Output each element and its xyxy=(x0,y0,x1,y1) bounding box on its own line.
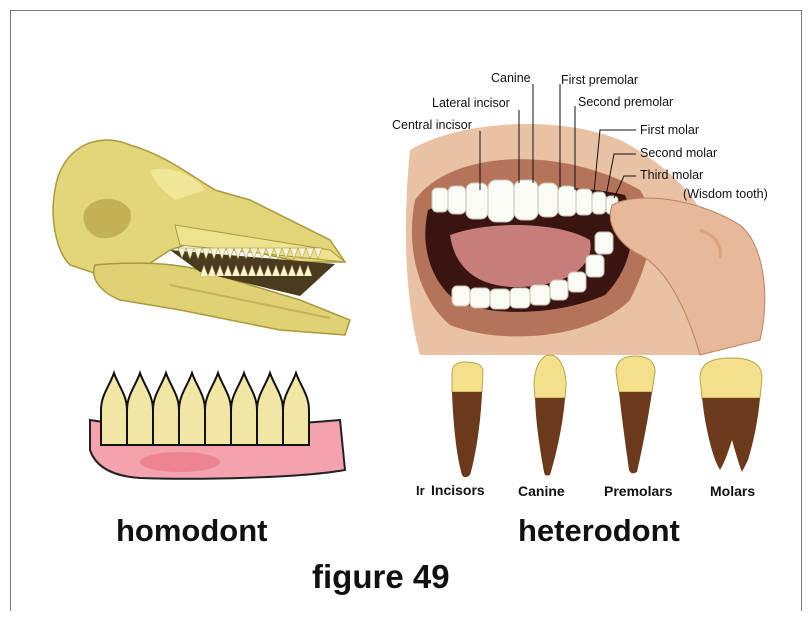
label-lateral-incisor: Lateral incisor xyxy=(432,97,510,110)
homodont-tooth-diagram xyxy=(90,373,345,479)
label-canine-type: Canine xyxy=(518,483,565,499)
caption-heterodont: heterodont xyxy=(518,513,680,549)
figure-caption: figure 49 xyxy=(312,558,450,596)
label-canine: Canine xyxy=(491,72,531,85)
label-incisors: Incisors xyxy=(431,482,485,498)
label-second-premolar: Second premolar xyxy=(578,96,673,109)
label-premolars: Premolars xyxy=(604,483,672,499)
label-second-molar: Second molar xyxy=(640,147,717,160)
caption-homodont: homodont xyxy=(116,513,268,549)
label-third-molar: Third molar xyxy=(640,169,703,182)
label-first-premolar: First premolar xyxy=(561,74,638,87)
canine-tooth-image xyxy=(534,355,566,476)
dolphin-skull-image xyxy=(53,140,350,335)
label-molars: Molars xyxy=(710,483,755,499)
molar-tooth-image xyxy=(700,358,762,472)
label-first-molar: First molar xyxy=(640,124,699,137)
stray-mark-label: Ir xyxy=(416,483,425,498)
label-central-incisor: Central incisor xyxy=(392,119,472,132)
label-wisdom-tooth: (Wisdom tooth) xyxy=(683,188,768,201)
premolar-tooth-image xyxy=(616,356,655,473)
incisor-tooth-image xyxy=(452,362,483,477)
